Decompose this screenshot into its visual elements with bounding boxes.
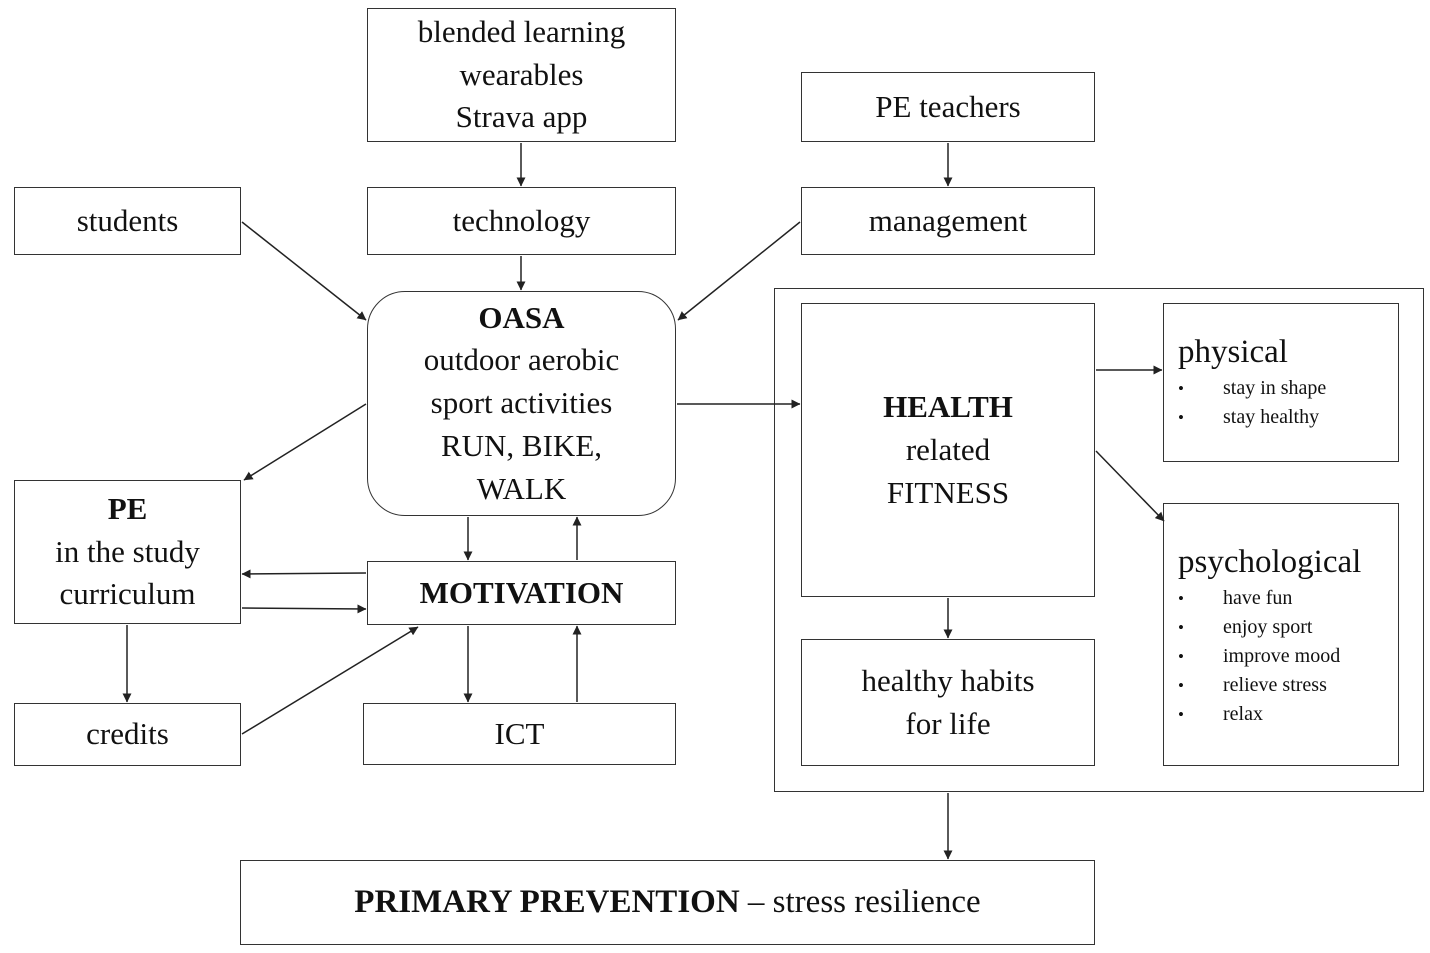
pe-line: in the study <box>55 533 200 569</box>
pe-line: curriculum <box>59 576 196 612</box>
habits-line: healthy habits <box>861 662 1035 698</box>
arrow-pe-to-motivation <box>241 604 367 614</box>
list-item: relax <box>1178 700 1340 729</box>
tech-item: Strava app <box>455 99 588 135</box>
ict-box: ICT <box>363 703 676 765</box>
arrow-motivation-to-pe <box>241 569 367 579</box>
motivation-box: MOTIVATION <box>367 561 676 625</box>
psychological-list: have fun enjoy sport improve mood reliev… <box>1178 584 1340 729</box>
tech-item: wearables <box>459 56 584 92</box>
list-item: improve mood <box>1178 642 1340 671</box>
psychological-title: psychological <box>1178 544 1362 580</box>
management-box: management <box>801 187 1095 255</box>
tech-item: blended learning <box>417 13 626 49</box>
management-label: management <box>868 202 1028 238</box>
technology-label: technology <box>452 202 591 238</box>
pe-box: PE in the study curriculum <box>14 480 241 624</box>
credits-box: credits <box>14 703 241 766</box>
oasa-line: outdoor aerobic <box>423 342 620 378</box>
students-label: students <box>76 202 179 238</box>
tech-items-box: blended learning wearables Strava app <box>367 8 676 142</box>
health-line: FITNESS <box>886 474 1010 510</box>
healthy-habits-box: healthy habits for life <box>801 639 1095 766</box>
list-item: have fun <box>1178 584 1340 613</box>
health-line: related <box>905 431 991 467</box>
arrow-oasa-to-pe <box>243 403 367 481</box>
psychological-box: psychological have fun enjoy sport impro… <box>1163 503 1399 766</box>
pe-teachers-box: PE teachers <box>801 72 1095 142</box>
arrow-students-to-oasa <box>241 221 367 321</box>
physical-box: physical stay in shape stay healthy <box>1163 303 1399 462</box>
habits-line: for life <box>905 705 991 741</box>
students-box: students <box>14 187 241 255</box>
list-item: stay in shape <box>1178 374 1326 403</box>
oasa-line: WALK <box>476 470 567 506</box>
list-item: stay healthy <box>1178 403 1326 432</box>
oasa-title: OASA <box>478 299 565 335</box>
pe-teachers-label: PE teachers <box>875 88 1021 124</box>
oasa-box: OASA outdoor aerobic sport activities RU… <box>367 291 676 516</box>
health-title: HEALTH <box>883 389 1013 424</box>
oasa-line: sport activities <box>430 385 613 421</box>
oasa-line: RUN, BIKE, <box>440 427 603 463</box>
list-item: relieve stress <box>1178 671 1340 700</box>
primary-prevention-label: PRIMARY PREVENTION – stress resilience <box>354 880 980 926</box>
motivation-label: MOTIVATION <box>419 574 624 610</box>
physical-title: physical <box>1178 334 1288 370</box>
primary-prevention-rest: – stress resilience <box>739 883 981 920</box>
technology-box: technology <box>367 187 676 255</box>
credits-label: credits <box>86 716 169 752</box>
primary-prevention-box: PRIMARY PREVENTION – stress resilience <box>240 860 1095 945</box>
health-fitness-box: HEALTH related FITNESS <box>801 303 1095 597</box>
health-outcomes-group <box>774 288 1424 792</box>
physical-list: stay in shape stay healthy <box>1178 374 1326 432</box>
ict-label: ICT <box>494 715 545 751</box>
pe-title: PE <box>107 490 148 526</box>
primary-prevention-bold: PRIMARY PREVENTION <box>354 883 740 920</box>
list-item: enjoy sport <box>1178 613 1340 642</box>
